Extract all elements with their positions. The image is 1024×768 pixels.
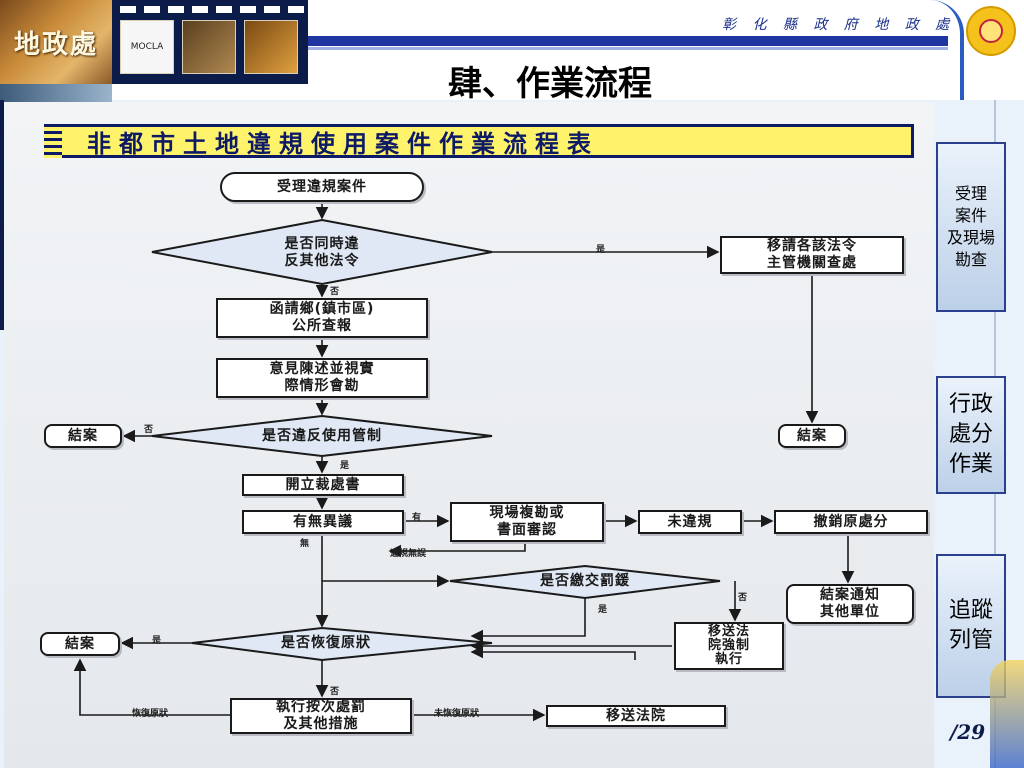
corner-decoration: [990, 660, 1024, 768]
flowchart-banner: 非都市土地違規使用案件作業流程表: [44, 124, 914, 158]
edge-label-no-close: 否: [144, 425, 154, 435]
edge-label-fine-no: 否: [738, 593, 748, 603]
node-site-review: 現場複勘或 書面審認: [450, 502, 604, 542]
node-objection: 有無異議: [242, 510, 404, 534]
page-number: /29: [950, 720, 986, 744]
edge-label-violation-confirmed: 違規無誤: [390, 549, 427, 559]
edge-label-no-letter: 否: [330, 287, 340, 297]
edge-label-none: 無: [300, 539, 310, 549]
stage-panel-intake: 受理 案件 及現場 勘查: [936, 142, 1006, 312]
node-repeat-penalty: 執行按次處罰 及其他措施: [230, 698, 412, 734]
edge-label-fine-yes: 是: [598, 605, 608, 615]
film-strip-decoration: MOCLA: [112, 0, 308, 84]
banner-ticks: [44, 124, 62, 158]
edge-label-restored: 恢復原狀: [132, 709, 169, 719]
stage-panel-administrative: 行政 處分 作業: [936, 376, 1006, 494]
node-transfer-authority: 移請各該法令 主管機關查處: [720, 236, 904, 274]
org-name: 彰 化 縣 政 府 地 政 處: [722, 17, 956, 33]
node-restored-decision: 是否恢復原狀: [281, 634, 371, 651]
edge-label-yes-transfer: 是: [596, 245, 606, 255]
node-violate-decision: 是否違反使用管制: [262, 427, 382, 444]
edge-label-restored-yes: 是: [152, 636, 162, 646]
slide-header: 地政處 MOCLA 彰 化 縣 政 府 地 政 處: [0, 0, 1024, 104]
header-rule: [308, 36, 948, 46]
edge-label-not-restored: 未恢復原狀: [434, 709, 480, 719]
mocla-logo: MOCLA: [120, 20, 174, 74]
node-receive-case: 受理違規案件: [220, 172, 424, 202]
node-penalty-document: 開立裁處書: [242, 474, 404, 496]
edge-label-yes-penalty: 是: [340, 461, 350, 471]
node-court-enforcement: 移送法 院強制 執行: [674, 622, 784, 670]
node-close-1: 結案: [44, 424, 122, 448]
node-fine-decision: 是否繳交罰鍰: [540, 572, 630, 589]
node-letter-township: 函請鄉(鎮市區) 公所查報: [216, 298, 428, 338]
slide-title: 肆、作業流程: [448, 64, 652, 104]
node-not-violation: 未違規: [638, 510, 742, 534]
header-rule-thin: [308, 47, 948, 50]
left-edge-decoration: [0, 100, 4, 330]
county-emblem-icon: [966, 6, 1016, 56]
node-revoke-penalty: 撤銷原處分: [774, 510, 928, 534]
logo-strip: [0, 84, 112, 104]
node-close-3: 結案: [40, 632, 120, 656]
edge-label-restored-no: 否: [330, 687, 340, 697]
header-swoosh: [930, 0, 964, 100]
node-notify-units: 結案通知 其他單位: [786, 584, 914, 624]
land-office-logo: 地政處: [0, 0, 112, 84]
node-opinion-inspection: 意見陳述並視實 際情形會勘: [216, 358, 428, 398]
node-court-transfer: 移送法院: [546, 705, 726, 727]
edge-label-has: 有: [412, 513, 422, 523]
node-close-2: 結案: [778, 424, 846, 448]
film-photo-3: [244, 20, 298, 74]
node-other-law-decision: 是否同時違 反其他法令: [284, 236, 360, 269]
film-photo-2: [182, 20, 236, 74]
